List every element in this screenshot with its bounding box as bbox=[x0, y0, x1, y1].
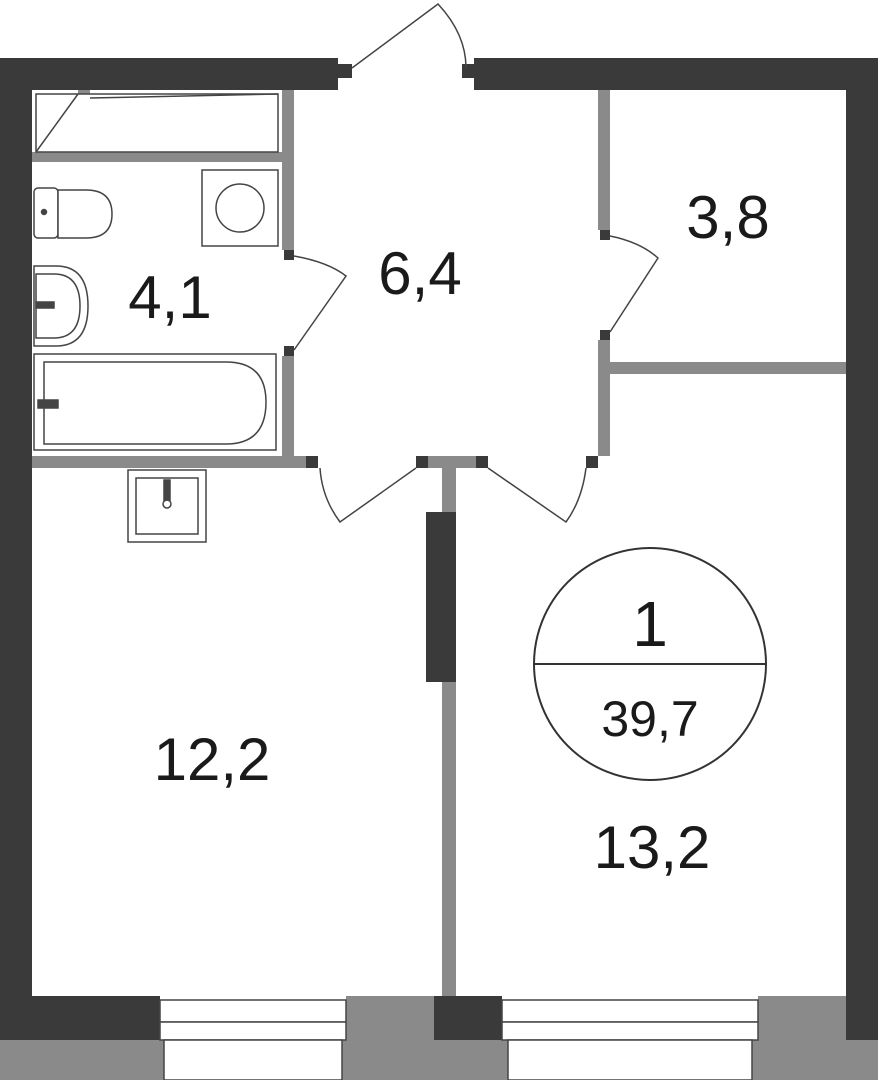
shelf-unit bbox=[35, 93, 279, 153]
partition-storage-bottom bbox=[610, 362, 846, 374]
storage-area: 3,8 bbox=[686, 184, 769, 251]
partition-bath-bottom bbox=[32, 456, 306, 468]
window-left bbox=[159, 999, 347, 1080]
partition-rooms-lower bbox=[442, 682, 456, 996]
partition-bath-right-lower bbox=[282, 356, 294, 456]
door-jamb bbox=[600, 330, 610, 340]
door-jamb bbox=[284, 250, 294, 260]
outer-walls bbox=[0, 58, 878, 1040]
hall-area: 6,4 bbox=[378, 240, 461, 307]
washing-machine-icon bbox=[201, 169, 279, 247]
windows bbox=[0, 996, 878, 1080]
bathroom-sink-icon bbox=[33, 265, 89, 347]
outer-wall-bottom-middle bbox=[434, 996, 502, 1040]
doors bbox=[293, 2, 659, 524]
bathroom-fixtures bbox=[33, 93, 279, 451]
door-jamb bbox=[338, 64, 352, 78]
door-jamb bbox=[462, 64, 476, 78]
window-right bbox=[501, 999, 759, 1080]
partition-rooms-upper bbox=[442, 468, 456, 512]
kitchen-sink-icon bbox=[127, 469, 207, 543]
toilet-icon bbox=[33, 187, 113, 239]
door-jamb bbox=[476, 456, 488, 468]
kitchen-area: 12,2 bbox=[154, 726, 271, 793]
apartment-badge: 1 39,7 bbox=[533, 547, 767, 781]
sill-block bbox=[758, 996, 846, 1040]
bathtub-icon bbox=[33, 353, 277, 451]
outer-wall-left bbox=[0, 58, 32, 1040]
door-jamb bbox=[600, 230, 610, 240]
outer-wall-top-left bbox=[0, 58, 338, 90]
shelf-divider bbox=[32, 152, 282, 162]
living-area: 13,2 bbox=[594, 814, 711, 881]
partition-storage-left-upper bbox=[598, 90, 610, 230]
outer-wall-bottom-left bbox=[0, 996, 160, 1040]
bathroom-door bbox=[293, 255, 348, 351]
storage-door bbox=[609, 235, 659, 333]
door-jamb bbox=[586, 456, 598, 468]
entrance-door bbox=[351, 2, 467, 69]
bathroom-area: 4,1 bbox=[128, 264, 211, 331]
partition-bath-right-upper bbox=[282, 90, 294, 250]
rooms-count: 1 bbox=[632, 588, 668, 660]
kitchen-door bbox=[319, 467, 417, 524]
sill-block bbox=[346, 996, 434, 1040]
door-jamb bbox=[284, 346, 294, 356]
living-door bbox=[487, 467, 587, 524]
door-jamb bbox=[306, 456, 318, 468]
interior-bearing-wall bbox=[426, 512, 456, 682]
partition-storage-left-lower bbox=[598, 340, 610, 456]
door-jamb bbox=[416, 456, 428, 468]
partition-hall-bottom bbox=[428, 456, 476, 468]
outer-wall-right bbox=[846, 58, 878, 1040]
total-area: 39,7 bbox=[601, 691, 698, 747]
outer-wall-top-right bbox=[474, 58, 878, 90]
